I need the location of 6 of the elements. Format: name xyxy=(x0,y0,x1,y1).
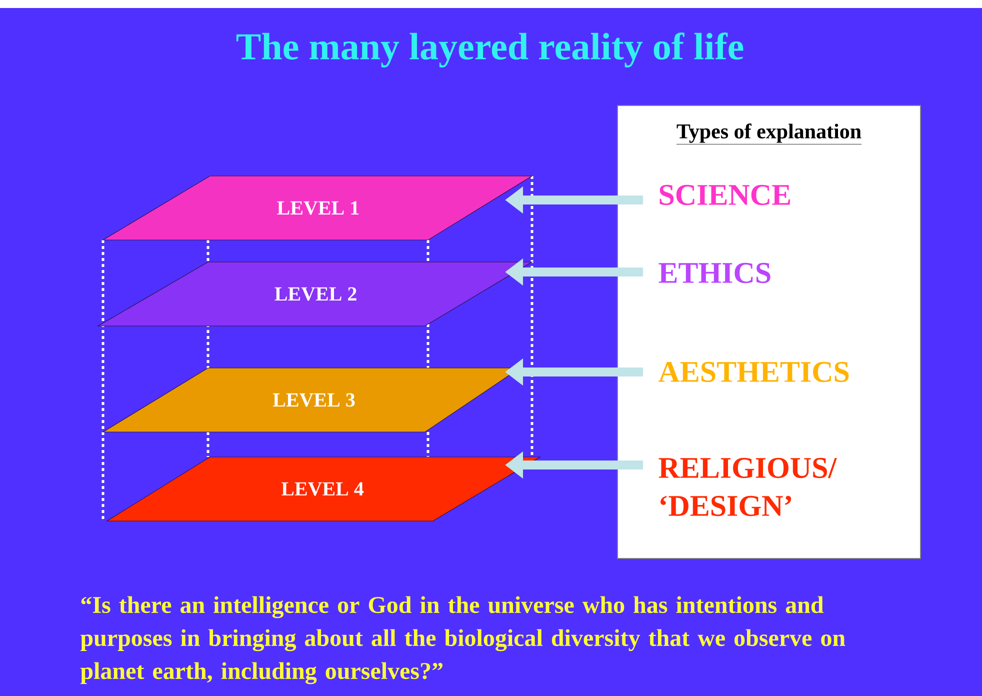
quote-text: “Is there an intelligence or God in the universe who has intentions and purposes in bringing about all the biological diversity that we observe on planet earth, including ourselves?” xyxy=(80,596,846,684)
explanation-type: AESTHETICS xyxy=(658,362,849,382)
explanation-type: ETHICS xyxy=(658,262,770,284)
explanation-type: RELIGIOUS/ ‘DESIGN’ xyxy=(658,458,837,516)
title: The many layered reality of life xyxy=(236,32,744,68)
explanation-type: SCIENCE xyxy=(660,184,790,206)
